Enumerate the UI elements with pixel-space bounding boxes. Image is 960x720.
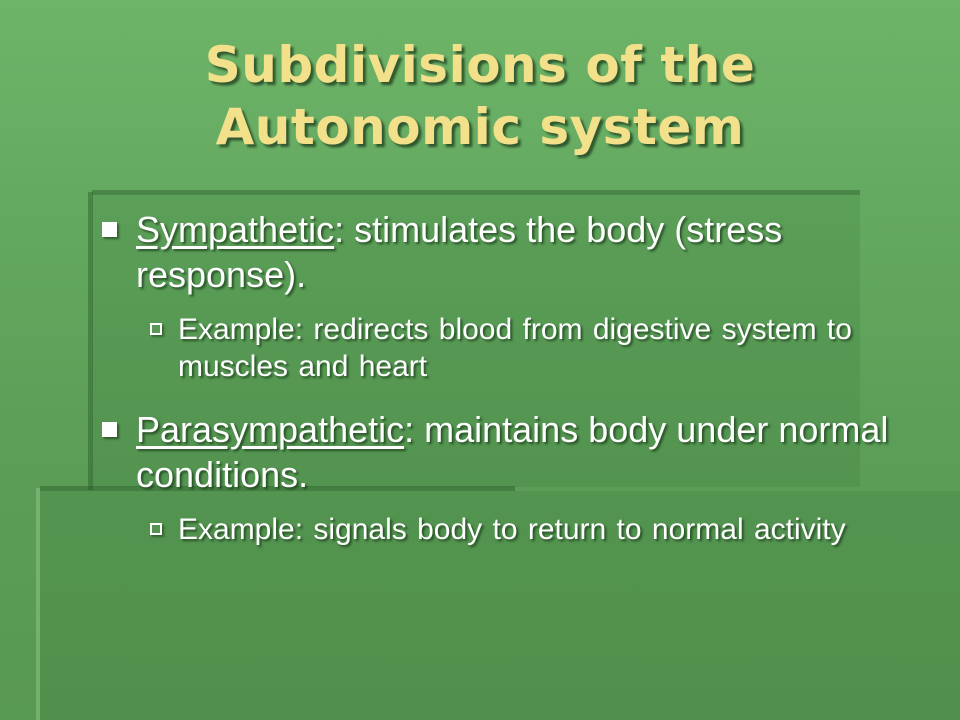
bullet-text: : stimulates the body (stress response). [136, 209, 783, 295]
hollow-square-bullet-icon [150, 323, 162, 335]
slide-title: Subdivisions of the Autonomic system [60, 34, 900, 158]
sub-bullet-text: Example: redirects blood from digestive … [178, 313, 852, 383]
decor-panel [92, 195, 860, 487]
square-bullet-icon [102, 222, 117, 237]
term-parasympathetic: Parasympathetic [136, 409, 405, 450]
term-sympathetic: Sympathetic [136, 209, 335, 250]
hollow-square-bullet-icon [150, 523, 162, 535]
decor-panel-lower [40, 491, 960, 720]
bullet-list: Sympathetic: stimulates the body (stress… [100, 207, 910, 548]
bullet-parasympathetic: Parasympathetic: maintains body under no… [100, 407, 910, 497]
decor-line-left [88, 192, 93, 490]
sub-bullet-sympathetic-example: Example: redirects blood from digestive … [100, 311, 910, 385]
title-line-1: Subdivisions of the [204, 36, 756, 94]
decor-line-mid [40, 486, 515, 491]
decor-line-bottom-left [36, 488, 40, 720]
sub-bullet-text: Example: signals body to return to norma… [178, 513, 846, 546]
bullet-text: : maintains body under normal conditions… [136, 409, 889, 495]
decor-line-top [92, 190, 860, 195]
square-bullet-icon [102, 422, 117, 437]
bullet-sympathetic: Sympathetic: stimulates the body (stress… [100, 207, 910, 297]
title-line-2: Autonomic system [215, 98, 745, 156]
sub-bullet-parasympathetic-example: Example: signals body to return to norma… [100, 511, 910, 548]
